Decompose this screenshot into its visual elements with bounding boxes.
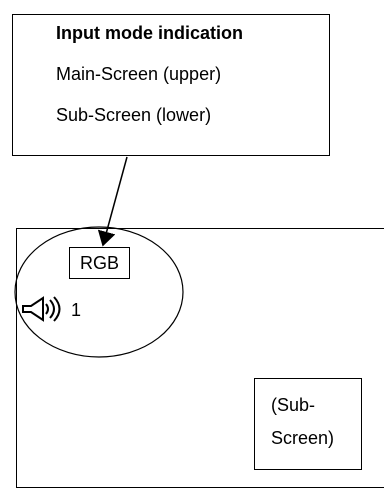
callout-title: Input mode indication: [56, 23, 243, 43]
sub-screen-label-line1: (Sub-: [271, 395, 316, 415]
volume-level: 1: [71, 300, 82, 320]
speaker-icon: [22, 296, 61, 322]
callout-sub-screen-label: Sub-Screen (lower): [56, 105, 212, 125]
callout-box: [12, 14, 330, 156]
sub-screen-label-line2: Screen): [271, 428, 335, 448]
sub-screen-window: (Sub- Screen): [254, 378, 362, 470]
callout-main-screen-label: Main-Screen (upper): [56, 64, 222, 84]
input-mode-label: RGB: [69, 247, 130, 279]
